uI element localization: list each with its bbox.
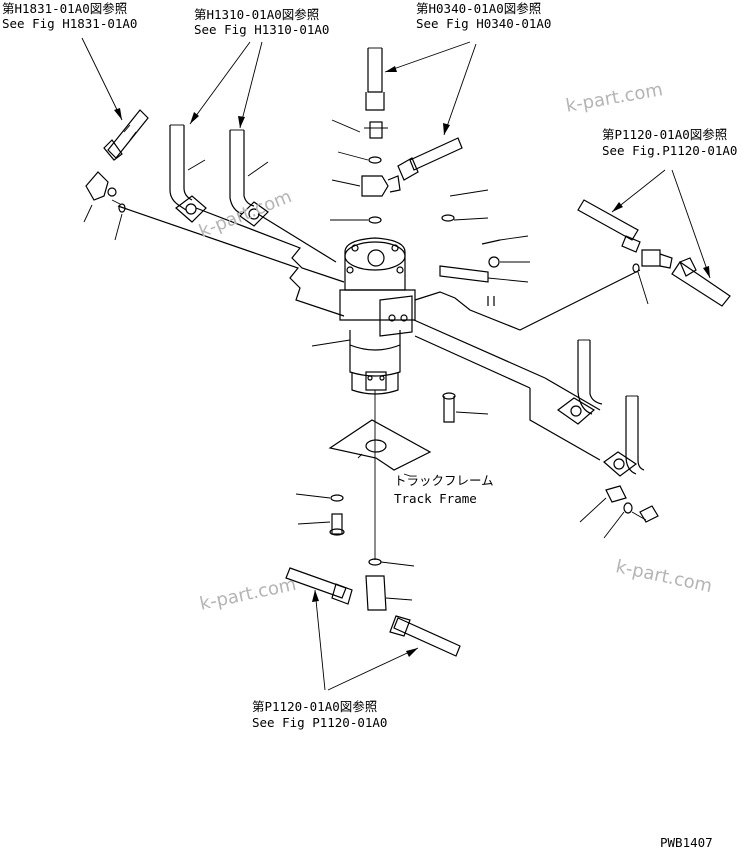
track-frame-plate bbox=[328, 419, 432, 471]
ref-arrows-h0340 bbox=[384, 41, 477, 136]
bottom-fittings bbox=[285, 558, 461, 657]
ref-arrows-h1310 bbox=[189, 41, 263, 129]
ref-arrows-p1120-bottom bbox=[312, 589, 419, 691]
tee-fitting-top bbox=[361, 175, 401, 224]
drawing-code: PWB1407 bbox=[660, 835, 713, 850]
o-ring-left bbox=[83, 203, 126, 241]
callout-leaders bbox=[111, 199, 411, 477]
ref-label-h0340-jp: 第H0340-01A0図参照 bbox=[416, 1, 542, 16]
bolt-center bbox=[442, 392, 489, 423]
pipe-left-long bbox=[117, 205, 345, 317]
ref-label-p1120-right-en: See Fig.P1120-01A0 bbox=[602, 143, 738, 158]
elbow-fitting-left bbox=[85, 171, 117, 201]
clamp-right bbox=[579, 485, 659, 539]
ref-label-h0340-en: See Fig H0340-01A0 bbox=[416, 16, 552, 31]
ref-label-p1120-bottom-en: See Fig P1120-01A0 bbox=[252, 715, 388, 730]
hose-right-1 bbox=[556, 339, 603, 425]
swivel-joint bbox=[311, 237, 416, 395]
ref-label-p1120-right-jp: 第P1120-01A0図参照 bbox=[602, 127, 728, 142]
leaders-h1310 bbox=[187, 159, 269, 177]
leaders-top-fittings bbox=[330, 119, 369, 221]
hose-h1310-left bbox=[169, 124, 207, 223]
ref-arrows-p1120-right bbox=[611, 169, 711, 279]
hose-h1310-right bbox=[229, 129, 269, 227]
ref-label-h1310-jp: 第H1310-01A0図参照 bbox=[194, 7, 320, 22]
track-frame-label-jp: トラックフレーム bbox=[394, 473, 494, 488]
pipe-h0340-vertical bbox=[365, 47, 385, 111]
hose-right-2 bbox=[603, 395, 645, 477]
small-parts-right bbox=[439, 189, 530, 306]
ref-label-h1831-jp: 第H1831-01A0図参照 bbox=[2, 1, 128, 16]
pipe-h0340-diagonal bbox=[397, 137, 463, 181]
hose-p1120-right bbox=[577, 199, 731, 307]
ref-arrow-h1831 bbox=[81, 37, 123, 121]
connector-top bbox=[364, 121, 388, 164]
ref-label-p1120-bottom-jp: 第P1120-01A0図参照 bbox=[252, 699, 378, 714]
hose-fitting-h1831 bbox=[103, 109, 149, 161]
washer-bolt-lower bbox=[295, 493, 345, 536]
ref-label-h1310-en: See Fig H1310-01A0 bbox=[194, 22, 330, 37]
ref-label-h1831-en: See Fig H1831-01A0 bbox=[2, 16, 138, 31]
track-frame-label-en: Track Frame bbox=[394, 491, 477, 506]
pipe-right-long bbox=[413, 269, 641, 461]
